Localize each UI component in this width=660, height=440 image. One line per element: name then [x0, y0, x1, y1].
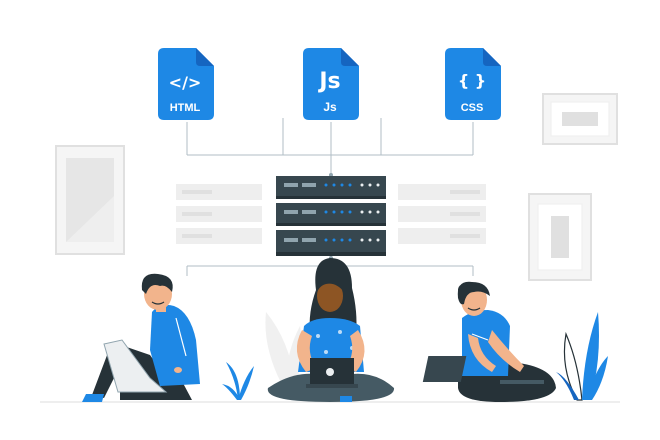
html-glyph: </>	[169, 73, 202, 92]
html-file-icon: </> HTML	[158, 48, 214, 120]
html-label: HTML	[170, 102, 201, 114]
person-right	[422, 281, 556, 402]
ghost-rack-left	[176, 184, 262, 244]
js-label: Js	[323, 100, 337, 114]
css-label: CSS	[461, 102, 484, 114]
server-unit	[276, 230, 386, 256]
background-frame-right	[528, 193, 592, 281]
server-unit	[276, 176, 386, 199]
ghost-rack-right	[398, 184, 486, 244]
server-rack	[276, 176, 386, 256]
js-glyph: Js	[317, 69, 340, 94]
plant-tall-right	[556, 312, 608, 401]
person-middle	[267, 258, 395, 402]
plant-small-left	[222, 362, 254, 400]
background-frame-left	[55, 145, 125, 255]
server-unit	[276, 203, 386, 226]
js-file-icon: Js Js	[303, 48, 359, 120]
person-left	[82, 273, 200, 402]
css-file-icon: { } CSS	[445, 48, 501, 120]
css-glyph: { }	[458, 71, 486, 90]
background-frame-top-right	[542, 93, 618, 145]
